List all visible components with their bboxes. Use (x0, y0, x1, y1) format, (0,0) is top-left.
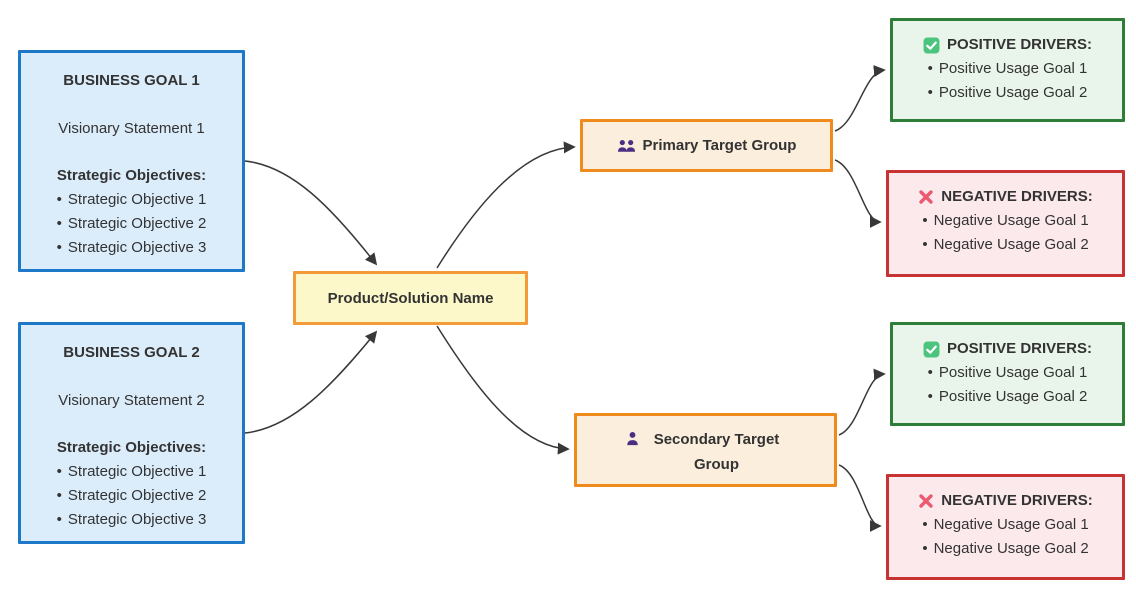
secondary-negative-drivers-node: NEGATIVE DRIVERS: • Negative Usage Goal … (886, 474, 1125, 580)
secondary-target-group-node: Secondary Target Group (574, 413, 837, 487)
users-icon (617, 139, 636, 153)
edge-primary-positive (834, 65, 886, 132)
primary-positive-drivers-node: POSITIVE DRIVERS: • Positive Usage Goal … (890, 18, 1125, 122)
driver-item: • Positive Usage Goal 1 (928, 361, 1088, 385)
objective-item: • Strategic Objective 3 (57, 508, 207, 532)
objective-item: • Strategic Objective 1 (57, 188, 207, 212)
bullet-icon: • (927, 84, 933, 101)
objective-label: Strategic Objective 1 (67, 191, 207, 208)
driver-label: Negative Usage Goal 2 (933, 540, 1089, 557)
bullet-icon: • (927, 388, 933, 405)
business-goal-1-node: BUSINESS GOAL 1 Visionary Statement 1 St… (18, 50, 245, 272)
check-icon (923, 37, 940, 54)
bullet-icon: • (56, 191, 62, 208)
strategic-objectives-heading: Strategic Objectives: (56, 439, 207, 456)
cross-icon (918, 189, 934, 205)
visionary-statement: Visionary Statement 2 (58, 392, 205, 409)
edge-goal2-product (244, 330, 378, 434)
edge-product-primary (436, 141, 576, 269)
business-goal-title: BUSINESS GOAL 2 (63, 344, 200, 361)
driver-label: Negative Usage Goal 1 (933, 212, 1089, 229)
bullet-icon: • (56, 511, 62, 528)
bullet-icon: • (56, 215, 62, 232)
objective-label: Strategic Objective 2 (67, 487, 207, 504)
cross-icon (918, 493, 934, 509)
driver-item: • Negative Usage Goal 1 (922, 513, 1088, 537)
bullet-icon: • (922, 516, 928, 533)
driver-item: • Positive Usage Goal 1 (928, 57, 1088, 81)
drivers-heading: POSITIVE DRIVERS: (923, 33, 1092, 57)
driver-label: Positive Usage Goal 1 (938, 364, 1088, 381)
driver-item: • Positive Usage Goal 2 (928, 81, 1088, 105)
objective-label: Strategic Objective 3 (67, 511, 207, 528)
primary-negative-drivers-node: NEGATIVE DRIVERS: • Negative Usage Goal … (886, 170, 1125, 277)
primary-target-group-label: Primary Target Group (642, 137, 797, 154)
bullet-icon: • (927, 60, 933, 77)
driver-label: Positive Usage Goal 2 (938, 388, 1088, 405)
objective-item: • Strategic Objective 2 (57, 484, 207, 508)
driver-item: • Positive Usage Goal 2 (928, 385, 1088, 409)
primary-target-group-node: Primary Target Group (580, 119, 833, 172)
objective-label: Strategic Objective 2 (67, 215, 207, 232)
bullet-icon: • (927, 364, 933, 381)
product-solution-node: Product/Solution Name (293, 271, 528, 325)
business-goal-title: BUSINESS GOAL 1 (63, 72, 200, 89)
drivers-heading: NEGATIVE DRIVERS: (918, 185, 1093, 209)
edge-product-secondary (436, 325, 570, 455)
secondary-target-group-label: Secondary Target Group (653, 431, 780, 473)
driver-item: • Negative Usage Goal 2 (922, 233, 1088, 257)
driver-label: Positive Usage Goal 2 (938, 84, 1088, 101)
strategic-objectives-heading: Strategic Objectives: (56, 167, 207, 184)
driver-item: • Negative Usage Goal 1 (922, 209, 1088, 233)
driver-item: • Negative Usage Goal 2 (922, 537, 1088, 561)
drivers-title: NEGATIVE DRIVERS: (941, 492, 1093, 509)
edge-goal1-product (244, 160, 378, 266)
check-icon (923, 341, 940, 358)
user-icon (625, 431, 640, 446)
objective-item: • Strategic Objective 1 (57, 460, 207, 484)
objective-label: Strategic Objective 3 (67, 239, 207, 256)
business-goal-2-node: BUSINESS GOAL 2 Visionary Statement 2 St… (18, 322, 245, 544)
product-solution-label: Product/Solution Name (327, 289, 494, 307)
bullet-icon: • (922, 212, 928, 229)
objective-label: Strategic Objective 1 (67, 463, 207, 480)
bullet-icon: • (56, 463, 62, 480)
drivers-heading: NEGATIVE DRIVERS: (918, 489, 1093, 513)
bullet-icon: • (56, 239, 62, 256)
drivers-title: POSITIVE DRIVERS: (946, 340, 1093, 357)
bullet-icon: • (922, 236, 928, 253)
drivers-title: NEGATIVE DRIVERS: (941, 188, 1093, 205)
driver-label: Negative Usage Goal 1 (933, 516, 1089, 533)
bullet-icon: • (922, 540, 928, 557)
bullet-icon: • (56, 487, 62, 504)
edge-secondary-positive (838, 368, 886, 436)
drivers-heading: POSITIVE DRIVERS: (923, 337, 1092, 361)
edge-secondary-negative (838, 464, 882, 532)
visionary-statement: Visionary Statement 1 (58, 120, 205, 137)
driver-label: Negative Usage Goal 2 (933, 236, 1089, 253)
edge-primary-negative (834, 159, 882, 228)
objective-item: • Strategic Objective 2 (57, 212, 207, 236)
driver-label: Positive Usage Goal 1 (938, 60, 1088, 77)
drivers-title: POSITIVE DRIVERS: (946, 36, 1093, 53)
objective-item: • Strategic Objective 3 (57, 236, 207, 260)
secondary-positive-drivers-node: POSITIVE DRIVERS: • Positive Usage Goal … (890, 322, 1125, 426)
